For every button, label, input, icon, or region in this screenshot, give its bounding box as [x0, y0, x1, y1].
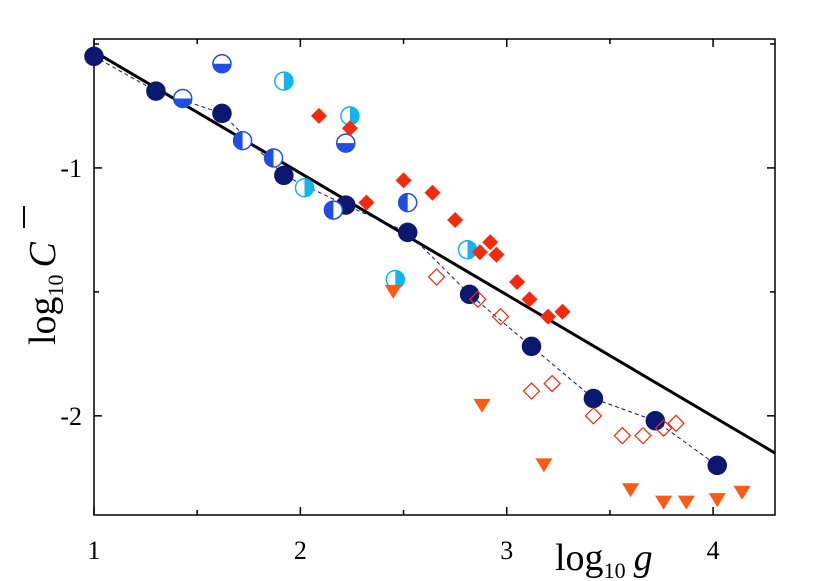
data-point — [677, 495, 695, 510]
data-point — [471, 244, 488, 261]
data-point — [294, 178, 315, 198]
y-axis-label: log10 C — [22, 241, 68, 345]
series-connector — [93, 55, 718, 466]
y-axis-label-sub: 10 — [43, 274, 68, 296]
data-point — [584, 406, 603, 425]
data-point — [645, 411, 666, 431]
data-point — [341, 120, 358, 137]
marker-fill — [304, 178, 314, 197]
marker-fill — [349, 106, 359, 125]
data-point — [491, 307, 510, 326]
data-point — [397, 222, 418, 243]
data-point — [613, 426, 632, 445]
y-tick-label: -2 — [60, 402, 82, 431]
data-point — [84, 46, 104, 67]
data-point — [212, 103, 232, 124]
data-point — [384, 284, 402, 299]
data-point — [340, 106, 360, 126]
fit-line — [93, 50, 776, 455]
marker-fill — [212, 63, 231, 73]
marker-fill — [324, 201, 334, 220]
data-point — [457, 239, 478, 260]
data-point — [274, 71, 294, 91]
data-point — [482, 234, 499, 251]
axis-tick-labels: 1 2 3 4 -1 -2 — [60, 154, 719, 565]
marker-fill — [283, 72, 293, 91]
data-point — [447, 211, 464, 228]
marker-fill — [264, 149, 274, 167]
data-point — [385, 269, 406, 290]
x-axis-label-sub: 10 — [604, 558, 626, 581]
x-tick-label: 2 — [294, 536, 307, 565]
x-tick-label: 1 — [88, 536, 101, 565]
x-tick-label: 3 — [500, 536, 513, 565]
data-point — [336, 133, 356, 153]
data-point — [427, 268, 446, 286]
data-point — [622, 483, 640, 498]
marker-fill — [173, 98, 192, 108]
data-point — [654, 419, 673, 438]
x-axis-label-main: log — [555, 537, 604, 579]
marker-fill — [233, 131, 243, 150]
data-point — [212, 54, 232, 74]
series-layer — [84, 46, 776, 510]
data-point — [583, 388, 604, 409]
data-point — [521, 336, 542, 357]
data-point — [459, 284, 480, 305]
data-point — [707, 455, 727, 476]
data-point — [488, 246, 505, 263]
x-axis-label: log10 g — [555, 537, 653, 581]
data-point — [310, 107, 327, 124]
data-point — [397, 192, 418, 213]
data-point — [634, 426, 652, 445]
data-point — [540, 308, 556, 325]
marker-fill — [398, 193, 408, 212]
x-tick-label: 4 — [707, 536, 720, 565]
data-point — [146, 81, 166, 101]
data-point — [521, 291, 538, 308]
y-axis-label-var: C — [22, 241, 64, 267]
data-point — [395, 172, 412, 189]
plot-frame — [93, 38, 776, 516]
data-point — [667, 414, 685, 433]
axis-ticks — [93, 39, 775, 515]
marker-fill — [395, 270, 405, 289]
data-point — [655, 495, 673, 510]
data-point — [358, 194, 375, 211]
data-point — [522, 382, 541, 400]
data-point — [274, 165, 294, 186]
data-point — [323, 200, 344, 220]
x-axis-label-var: g — [634, 537, 653, 579]
data-point — [708, 493, 726, 508]
data-point — [263, 148, 284, 168]
data-point — [543, 374, 561, 393]
marker-fill — [336, 143, 355, 153]
data-point — [468, 290, 487, 309]
data-point — [172, 88, 193, 109]
data-point — [473, 398, 491, 413]
data-point — [535, 458, 553, 473]
data-point — [733, 485, 751, 500]
data-point — [554, 303, 571, 320]
y-tick-label: -1 — [60, 154, 82, 183]
data-point — [232, 130, 253, 151]
data-point — [424, 184, 441, 201]
y-axis-label-main: log — [22, 296, 64, 345]
data-point — [509, 273, 526, 290]
